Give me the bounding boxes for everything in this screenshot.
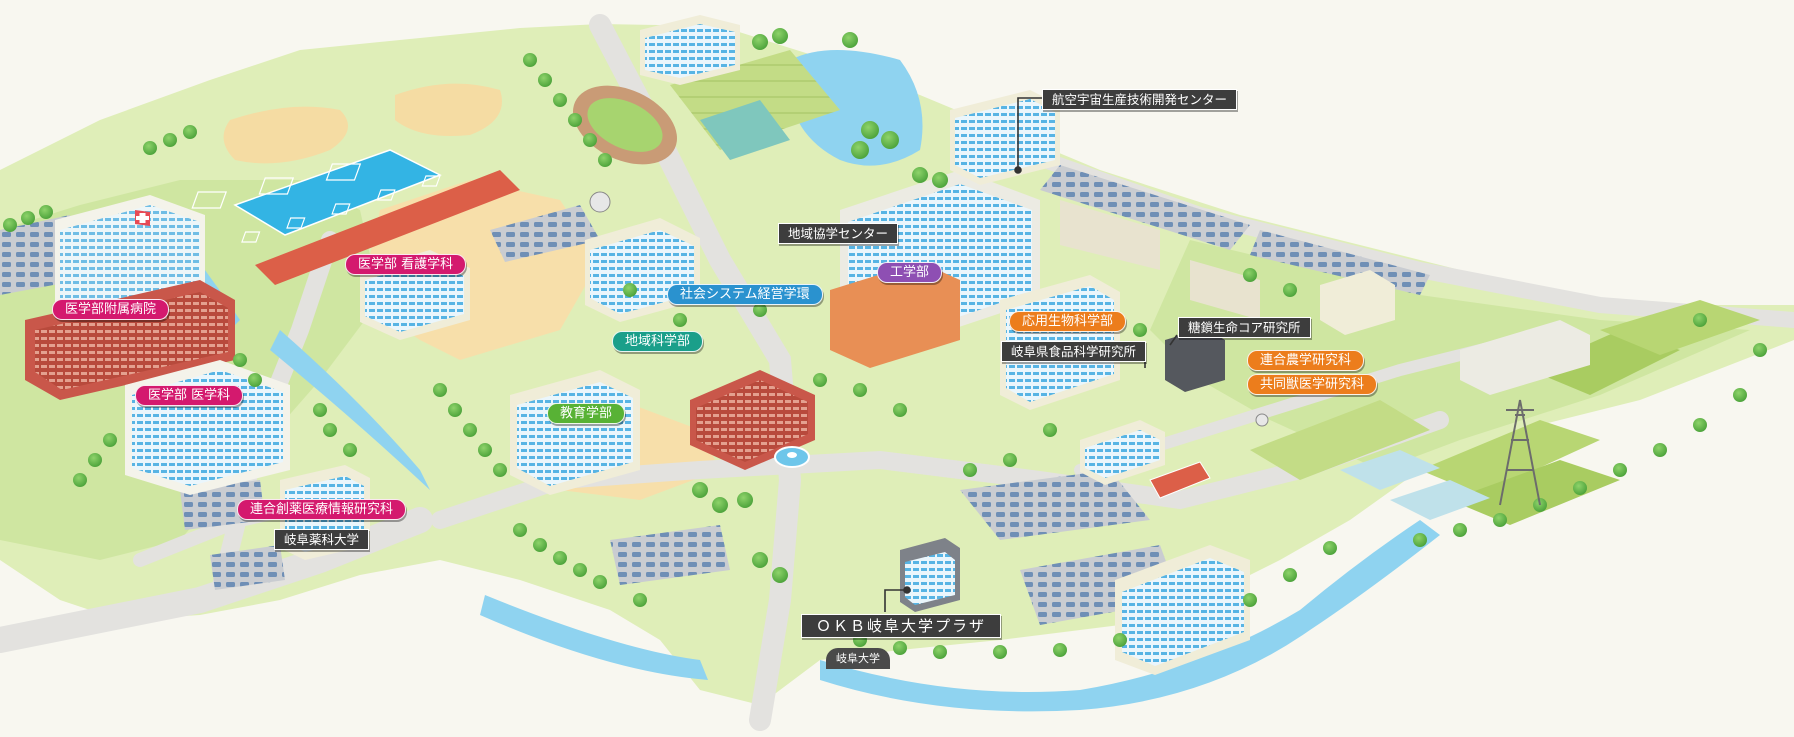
fountain-icon — [774, 446, 810, 468]
leader-lines — [884, 97, 1178, 612]
label-engineering[interactable]: 工学部 — [877, 262, 943, 283]
transmission-tower-icon — [1499, 399, 1541, 506]
label-drug-discovery[interactable]: 連合創薬医療情報研究科 — [237, 499, 407, 520]
label-glycan-institute[interactable]: 糖鎖生命コア研究所 — [1178, 317, 1311, 338]
hospital-cross-icon — [135, 210, 150, 226]
label-education[interactable]: 教育学部 — [547, 403, 626, 424]
label-nursing[interactable]: 医学部 看護学科 — [345, 254, 467, 275]
label-okb-plaza[interactable]: ＯＫＢ岐阜大学プラザ — [801, 614, 1002, 638]
satellite-dish-icon — [589, 191, 1269, 427]
label-regional-center[interactable]: 地域協学センター — [778, 223, 899, 244]
buildings — [25, 15, 1590, 675]
label-regional-science[interactable]: 地域科学部 — [612, 331, 704, 352]
label-medicine[interactable]: 医学部 医学科 — [135, 385, 244, 406]
label-vet-grad[interactable]: 共同獣医学研究科 — [1247, 374, 1378, 395]
label-pharmacy[interactable]: 岐阜薬科大学 — [274, 529, 370, 550]
label-aerospace-center[interactable]: 航空宇宙生産技術開発センター — [1042, 89, 1238, 110]
label-social-system[interactable]: 社会システム経営学環 — [667, 284, 823, 305]
trees — [3, 28, 1767, 659]
label-applied-bio[interactable]: 応用生物科学部 — [1009, 311, 1127, 332]
sports-fields — [191, 50, 1211, 499]
label-agri-grad[interactable]: 連合農学研究科 — [1247, 350, 1365, 371]
label-gate[interactable]: 岐阜大学 — [826, 648, 890, 669]
label-hospital[interactable]: 医学部附属病院 — [52, 299, 170, 320]
label-food-science[interactable]: 岐阜県食品科学研究所 — [1001, 341, 1147, 362]
